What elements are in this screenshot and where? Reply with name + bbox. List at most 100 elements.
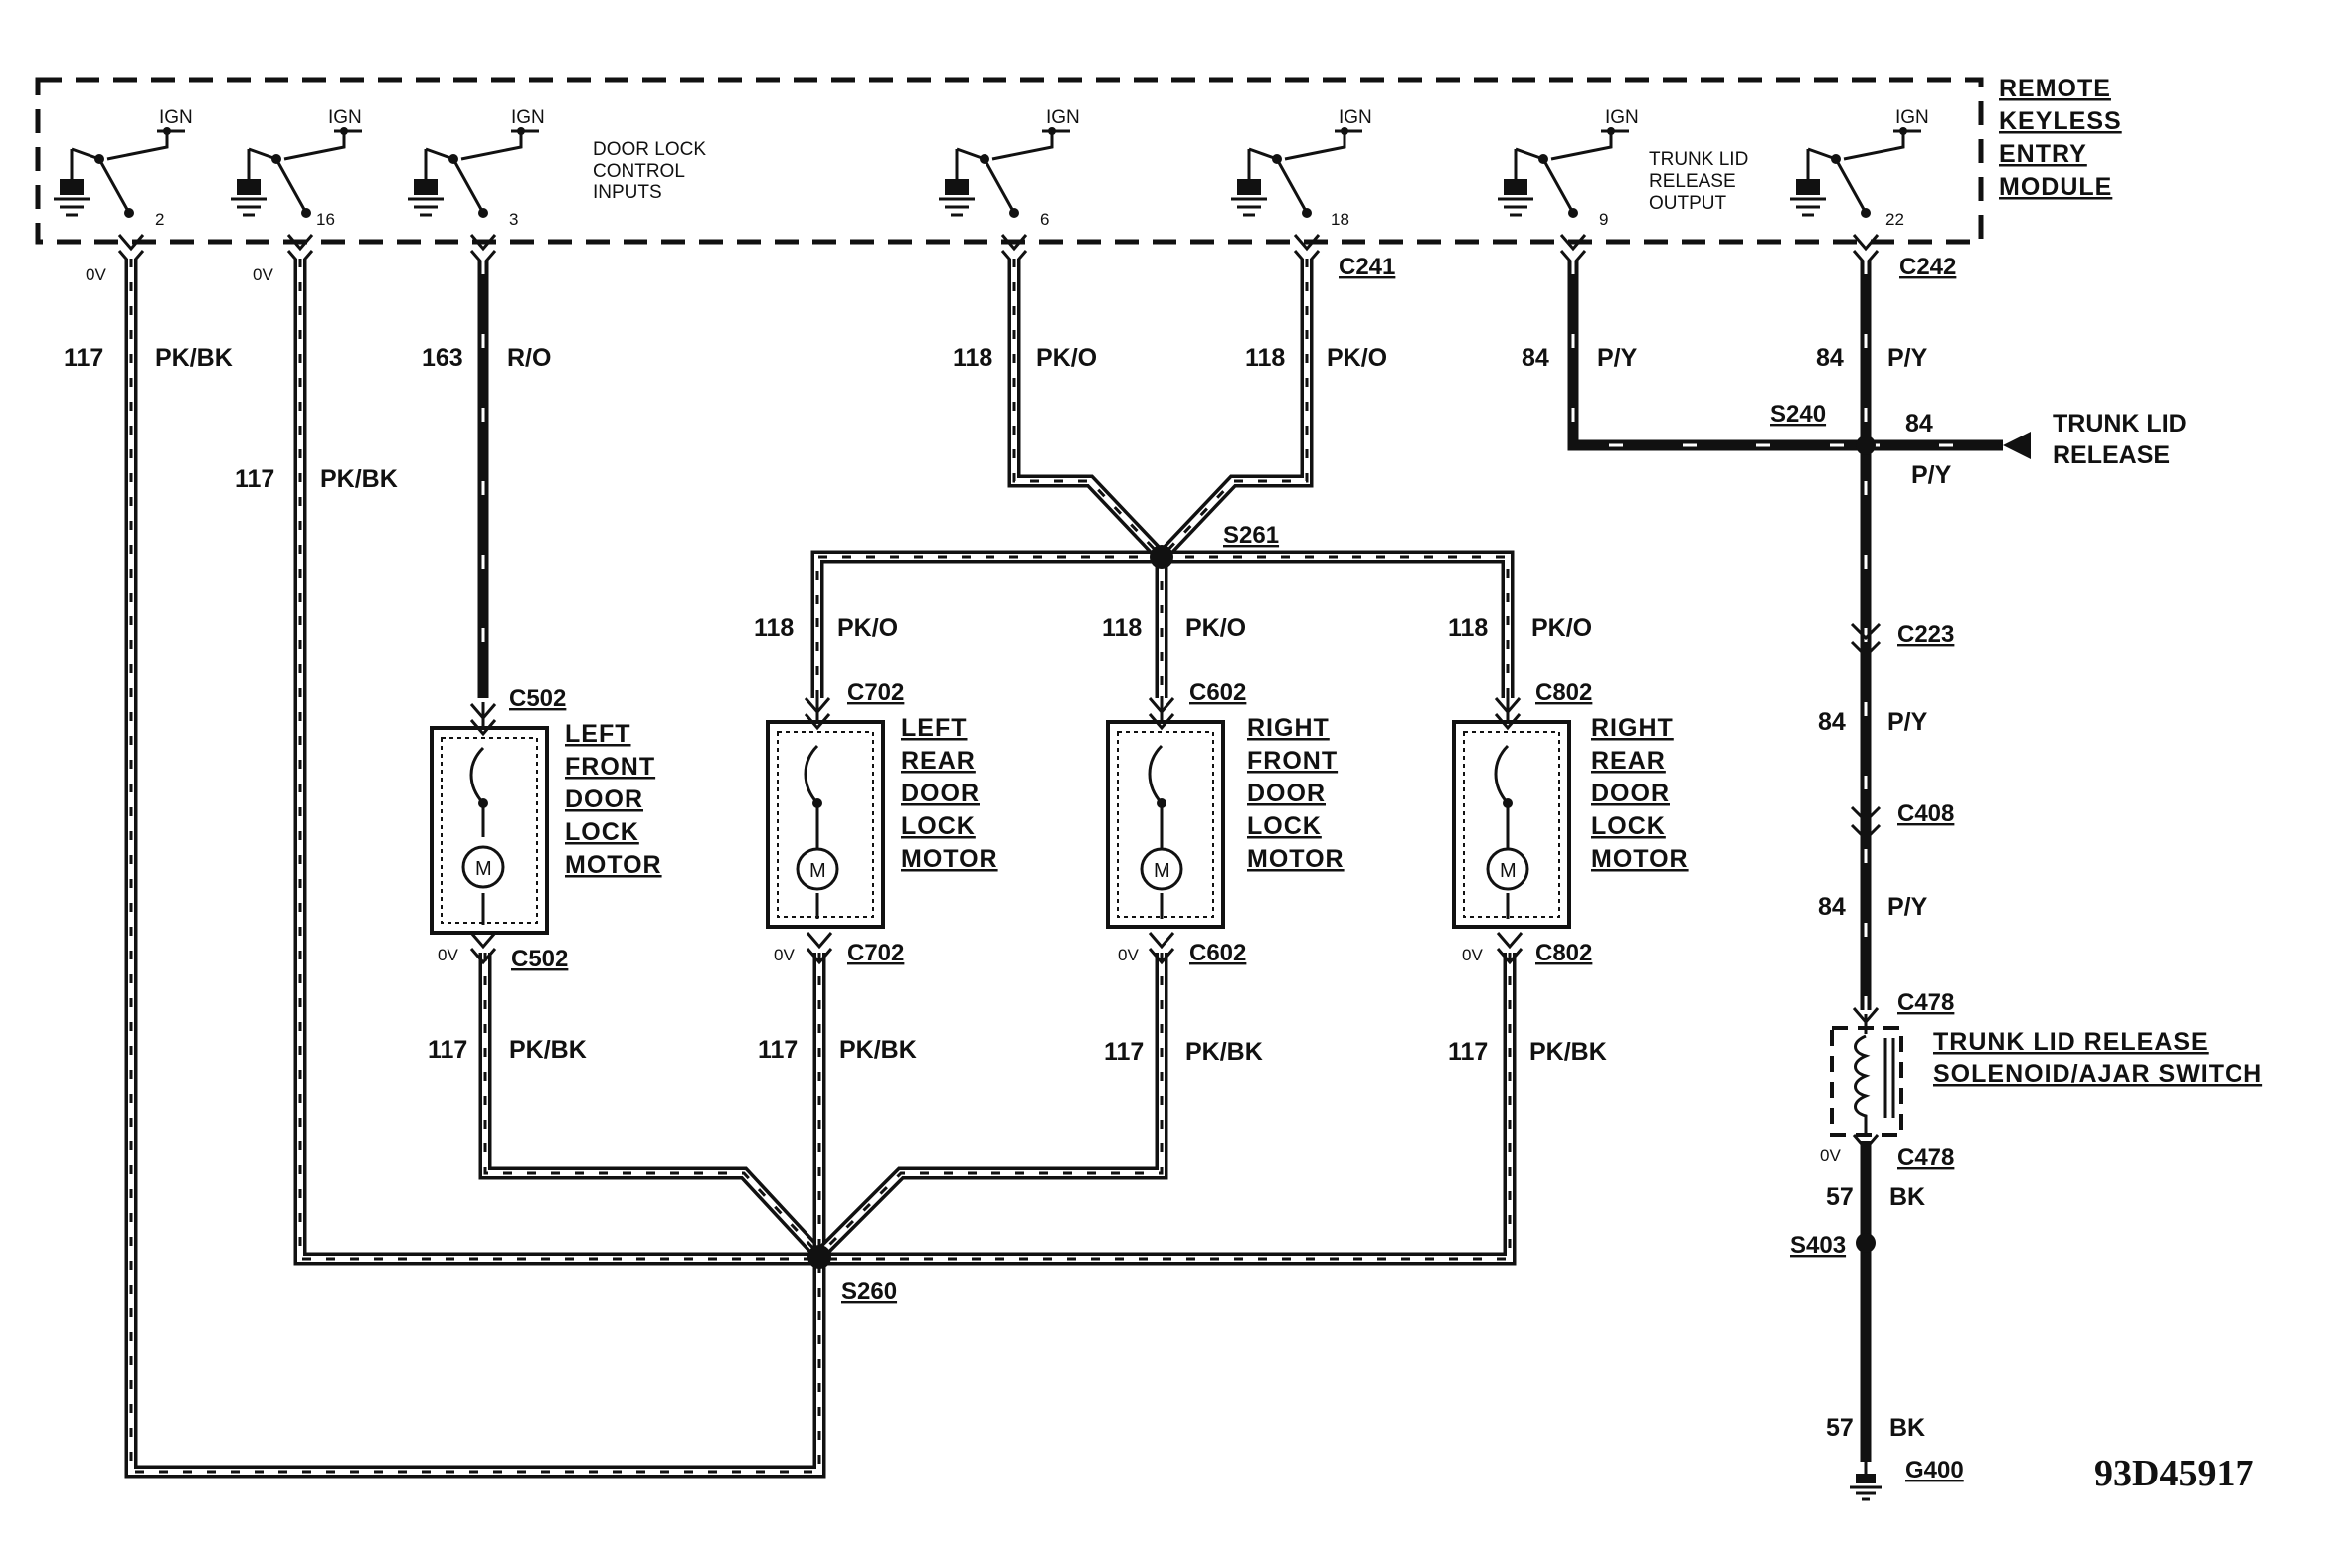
circuit-number: 84 xyxy=(1522,344,1549,372)
wire-color: PK/BK xyxy=(839,1036,917,1064)
circuit-number: 117 xyxy=(1448,1038,1488,1066)
circuit-number: 84 xyxy=(1816,344,1844,372)
ign-label: IGN xyxy=(1046,107,1080,128)
splice-s261: S261 xyxy=(1223,522,1279,549)
voltage-label: 0V xyxy=(774,946,795,964)
rf-motor-line-2: FRONT xyxy=(1247,747,1338,775)
circuit-number: 117 xyxy=(428,1036,467,1064)
wire-color: PK/BK xyxy=(320,465,398,493)
ign-label: IGN xyxy=(328,107,362,128)
rr-motor-line-3: DOOR xyxy=(1591,780,1670,807)
solenoid-line-1: TRUNK LID RELEASE xyxy=(1933,1028,2209,1056)
solenoid-label: TRUNK LID RELEASE SOLENOID/AJAR SWITCH xyxy=(1933,1028,2262,1088)
ign-label: IGN xyxy=(1605,107,1639,128)
splice-points xyxy=(807,436,1876,1269)
pin-number: 3 xyxy=(509,210,518,229)
ign-label: IGN xyxy=(159,107,193,128)
splice-s240: S240 xyxy=(1770,401,1826,428)
module-title-line-1: REMOTE xyxy=(1999,75,2111,102)
pin-number: 16 xyxy=(316,210,335,229)
connector-c223: C223 xyxy=(1897,621,1954,648)
connector-c702-top: C702 xyxy=(847,679,904,706)
trunk-lid-release-output-label: TRUNK LID RELEASE OUTPUT xyxy=(1649,149,1748,214)
circuit-number: 57 xyxy=(1826,1414,1854,1442)
pin-number: 6 xyxy=(1040,210,1049,229)
wire-color: PK/BK xyxy=(1185,1038,1263,1066)
voltage-label: 0V xyxy=(253,265,273,284)
rr-motor-line-2: REAR xyxy=(1591,747,1666,775)
trunk-release-line-1: TRUNK LID xyxy=(2053,410,2187,437)
wire-color: P/Y xyxy=(1887,893,1928,921)
circuit-number: 118 xyxy=(754,614,794,642)
circuit-number: 84 xyxy=(1818,708,1846,736)
trunk-release-line-2: RELEASE xyxy=(2053,441,2170,469)
module-switch-pin-18: IGN 18 xyxy=(1231,107,1372,229)
voltage-labels: 0V 0V 0V 0V 0V 0V 0V xyxy=(86,265,1841,1165)
circuit-number: 118 xyxy=(1102,614,1142,642)
circuit-number: 117 xyxy=(64,344,103,372)
wire-color: PK/O xyxy=(1531,614,1592,642)
motor-labels: LEFT FRONT DOOR LOCK MOTOR LEFT REAR DOO… xyxy=(565,714,1688,879)
wire-color: PK/O xyxy=(1327,344,1387,372)
wire-color: P/Y xyxy=(1887,708,1928,736)
circuit-number: 117 xyxy=(1104,1038,1144,1066)
wire-118-pko xyxy=(810,259,1515,698)
door-lock-control-inputs-label: DOOR LOCK CONTROL INPUTS xyxy=(593,139,706,203)
circuit-number: 117 xyxy=(758,1036,798,1064)
voltage-label: 0V xyxy=(86,265,106,284)
lr-motor-line-2: REAR xyxy=(901,747,976,775)
connector-c602-bottom: C602 xyxy=(1189,940,1246,966)
lf-motor-line-5: MOTOR xyxy=(565,851,662,879)
circuit-number: 118 xyxy=(1245,344,1285,372)
motor-symbol: M xyxy=(809,860,826,882)
wire-84-py xyxy=(1567,261,2003,1010)
ign-label: IGN xyxy=(511,107,545,128)
left-front-door-lock-motor: M xyxy=(430,702,549,965)
voltage-label: 0V xyxy=(1118,946,1139,964)
wire-117-pkbk xyxy=(124,259,1517,1479)
door-lock-inputs-line-3: INPUTS xyxy=(593,182,662,203)
trunk-lid-release-label: TRUNK LID RELEASE xyxy=(2053,410,2187,469)
voltage-label: 0V xyxy=(1462,946,1483,964)
wire-color: PK/BK xyxy=(1529,1038,1607,1066)
wire-color: R/O xyxy=(507,344,551,372)
connector-labels: C241 C242 C502 C502 C702 C702 C602 C602 … xyxy=(509,254,1956,1171)
circuit-number: 118 xyxy=(1448,614,1488,642)
motor-symbol: M xyxy=(475,858,492,880)
module-switch-pin-6: IGN 6 xyxy=(939,107,1080,229)
solenoid-line-2: SOLENOID/AJAR SWITCH xyxy=(1933,1060,2262,1088)
door-lock-inputs-line-2: CONTROL xyxy=(593,161,685,182)
circuit-number: 84 xyxy=(1905,410,1933,437)
module-title-line-3: ENTRY xyxy=(1999,140,2087,168)
lf-motor-line-1: LEFT xyxy=(565,720,631,748)
trunk-output-line-3: OUTPUT xyxy=(1649,193,1727,214)
connector-c802-bottom: C802 xyxy=(1535,940,1592,966)
lr-motor-line-3: DOOR xyxy=(901,780,980,807)
trunk-output-line-2: RELEASE xyxy=(1649,171,1736,192)
connector-c478-top: C478 xyxy=(1897,989,1954,1016)
voltage-label: 0V xyxy=(438,946,458,964)
lf-motor-line-4: LOCK xyxy=(565,818,639,846)
rf-motor-line-4: LOCK xyxy=(1247,812,1322,840)
ground-label: G400 xyxy=(1905,1457,1964,1483)
circuit-number: 84 xyxy=(1818,893,1846,921)
lf-motor-line-2: FRONT xyxy=(565,753,655,781)
pin-number: 2 xyxy=(155,210,164,229)
circuit-labels: 117 PK/BK 117 PK/BK 163 R/O 118 PK/O 118… xyxy=(64,344,1952,1442)
connector-c602-top: C602 xyxy=(1189,679,1246,706)
pin-number: 18 xyxy=(1331,210,1349,229)
trunk-lid-release-solenoid xyxy=(1830,1007,1903,1152)
door-lock-inputs-line-1: DOOR LOCK xyxy=(593,139,706,160)
wire-color: P/Y xyxy=(1911,461,1952,489)
trunk-output-line-1: TRUNK LID xyxy=(1649,149,1748,170)
connector-c242: C242 xyxy=(1899,254,1956,280)
wire-color: BK xyxy=(1889,1183,1925,1211)
lr-motor-line-4: LOCK xyxy=(901,812,976,840)
connector-c478-bottom: C478 xyxy=(1897,1144,1954,1171)
module-switch-pin-22: IGN 22 xyxy=(1790,107,1929,229)
inline-connector-c408 xyxy=(1850,805,1882,842)
wire-color: P/Y xyxy=(1887,344,1928,372)
circuit-number: 118 xyxy=(953,344,992,372)
circuit-number: 117 xyxy=(235,465,274,493)
pin-number: 22 xyxy=(1885,210,1904,229)
